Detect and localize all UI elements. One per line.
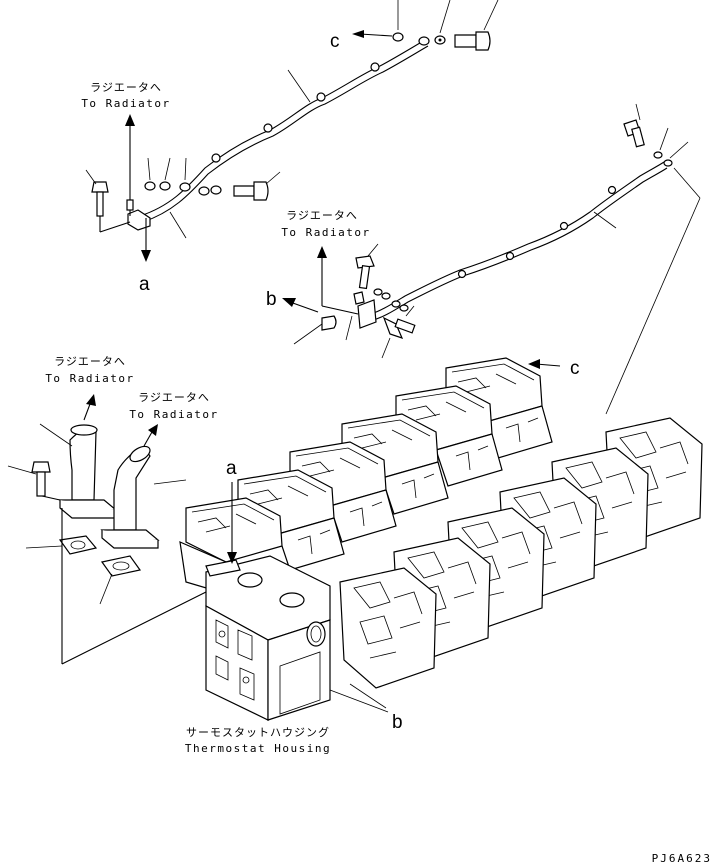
upper-banjo-bolt-set (352, 0, 499, 51)
radiator-outlet-pipe-right (100, 424, 187, 549)
label-jp: ラジエータへ (90, 81, 162, 94)
label-to-radiator-2: ラジエータへ To Radiator (281, 209, 370, 239)
ref-letter-c-top: c (330, 31, 340, 52)
lower-vent-tube (363, 103, 701, 415)
bracket-line-diagonal (61, 589, 211, 665)
label-thermostat-housing: サーモスタットハウジング Thermostat Housing (185, 725, 331, 755)
label-en: Thermostat Housing (185, 742, 331, 755)
drawing-code: PJ6A623 (652, 852, 712, 865)
cylinder-head-rear-row (179, 357, 561, 599)
ref-letter-a-left: a (139, 274, 150, 295)
ref-letter-b-mid: b (266, 289, 277, 310)
lower-tube-fittings (282, 243, 416, 359)
upper-vent-tube (126, 39, 429, 239)
ref-letter-c-head: c (570, 358, 580, 379)
label-jp: ラジエータへ (138, 391, 210, 404)
label-en: To Radiator (281, 226, 370, 239)
thermostat-housing (205, 482, 389, 721)
cylinder-head-front-row (339, 417, 703, 709)
pipe-bolt-left (7, 461, 61, 501)
label-en: To Radiator (45, 372, 134, 385)
label-to-radiator-1: ラジエータへ To Radiator (81, 81, 170, 110)
gasket-lower (99, 555, 142, 605)
label-jp: ラジエータへ (54, 355, 126, 368)
label-to-radiator-4: ラジエータへ To Radiator (129, 391, 218, 421)
label-jp: ラジエータへ (286, 209, 358, 222)
label-jp: サーモスタットハウジング (186, 725, 330, 739)
ref-letter-b-housing: b (392, 712, 403, 733)
gasket-upper (25, 535, 98, 555)
upper-tube-lower-fittings (85, 114, 281, 262)
label-en: To Radiator (129, 408, 218, 421)
ref-letter-a-housing: a (226, 458, 237, 479)
radiator-outlet-pipe-left (39, 394, 118, 519)
label-en: To Radiator (81, 97, 170, 110)
label-to-radiator-3: ラジエータへ To Radiator (45, 355, 134, 385)
